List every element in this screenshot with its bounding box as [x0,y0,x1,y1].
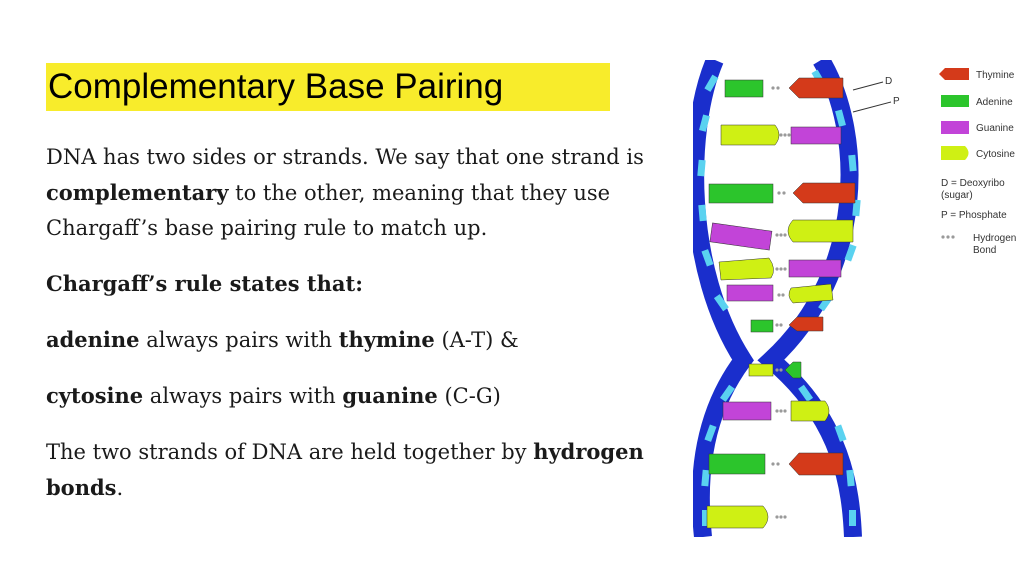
legend-guanine: Guanine [976,123,1014,134]
legend-guanine-swatch [941,121,969,134]
text-run: (C-G) [437,384,501,408]
rule-heading: Chargaff’s rule states that: [46,271,363,296]
term-complementary: complementary [46,180,229,205]
legend-cytosine-swatch [941,146,969,160]
paragraph-at-pair: adenine always pairs with thymine (A-T) … [46,322,696,358]
legend-p-line: P = Phosphate [941,210,1007,221]
legend-thymine-swatch [939,68,969,80]
term-cytosine: cytosine [46,383,144,408]
text-run: to the other, meaning that they use Char… [46,181,611,240]
label-p: P [893,96,900,107]
paragraph-strands: DNA has two sides or strands. We say tha… [46,140,696,246]
legend-d-line2: (sugar) [941,190,973,201]
text-run: always pairs with [139,328,339,352]
label-d: D [885,76,892,87]
text-run: The two strands of DNA are held together… [46,440,534,464]
text-run: . [116,476,124,500]
text-run: (A-T) & [434,328,519,352]
legend-cytosine: Cytosine [976,149,1015,160]
legend-adenine: Adenine [976,97,1013,108]
term-guanine: guanine [342,383,438,408]
legend-d-line1: D = Deoxyribo [941,178,1005,189]
paragraph-cg-pair: cytosine always pairs with guanine (C-G) [46,378,696,414]
dna-backbone-left [693,60,754,537]
legend-adenine-swatch [941,95,969,107]
text-run: always pairs with [143,384,343,408]
term-thymine: thymine [338,327,435,352]
base-pairs [706,77,856,529]
legend-h-line2: Bond [973,245,996,256]
paragraph-rule-heading: Chargaff’s rule states that: [46,266,696,302]
hydrogen-bond-dots [771,86,791,519]
term-adenine: adenine [46,327,140,352]
term-hydrogen-bonds: hydrogen bonds [46,439,644,500]
paragraph-hydrogen-bonds: The two strands of DNA are held together… [46,434,696,506]
slide-title: Complementary Base Pairing [46,63,610,111]
slide-body: DNA has two sides or strands. We say tha… [46,140,696,506]
legend-thymine: Thymine [976,70,1015,81]
text-run: DNA has two sides or strands. We say tha… [46,145,644,169]
legend-h-line1: Hydrogen [973,233,1016,244]
legend: Thymine Adenine Guanine Cytosine D = Deo… [939,68,1016,256]
dna-backbone-right [757,60,862,537]
phosphate-markers [697,69,861,526]
dna-double-helix-diagram: D P Thymine Adenine Guanine Cytosine D =… [693,60,1016,537]
